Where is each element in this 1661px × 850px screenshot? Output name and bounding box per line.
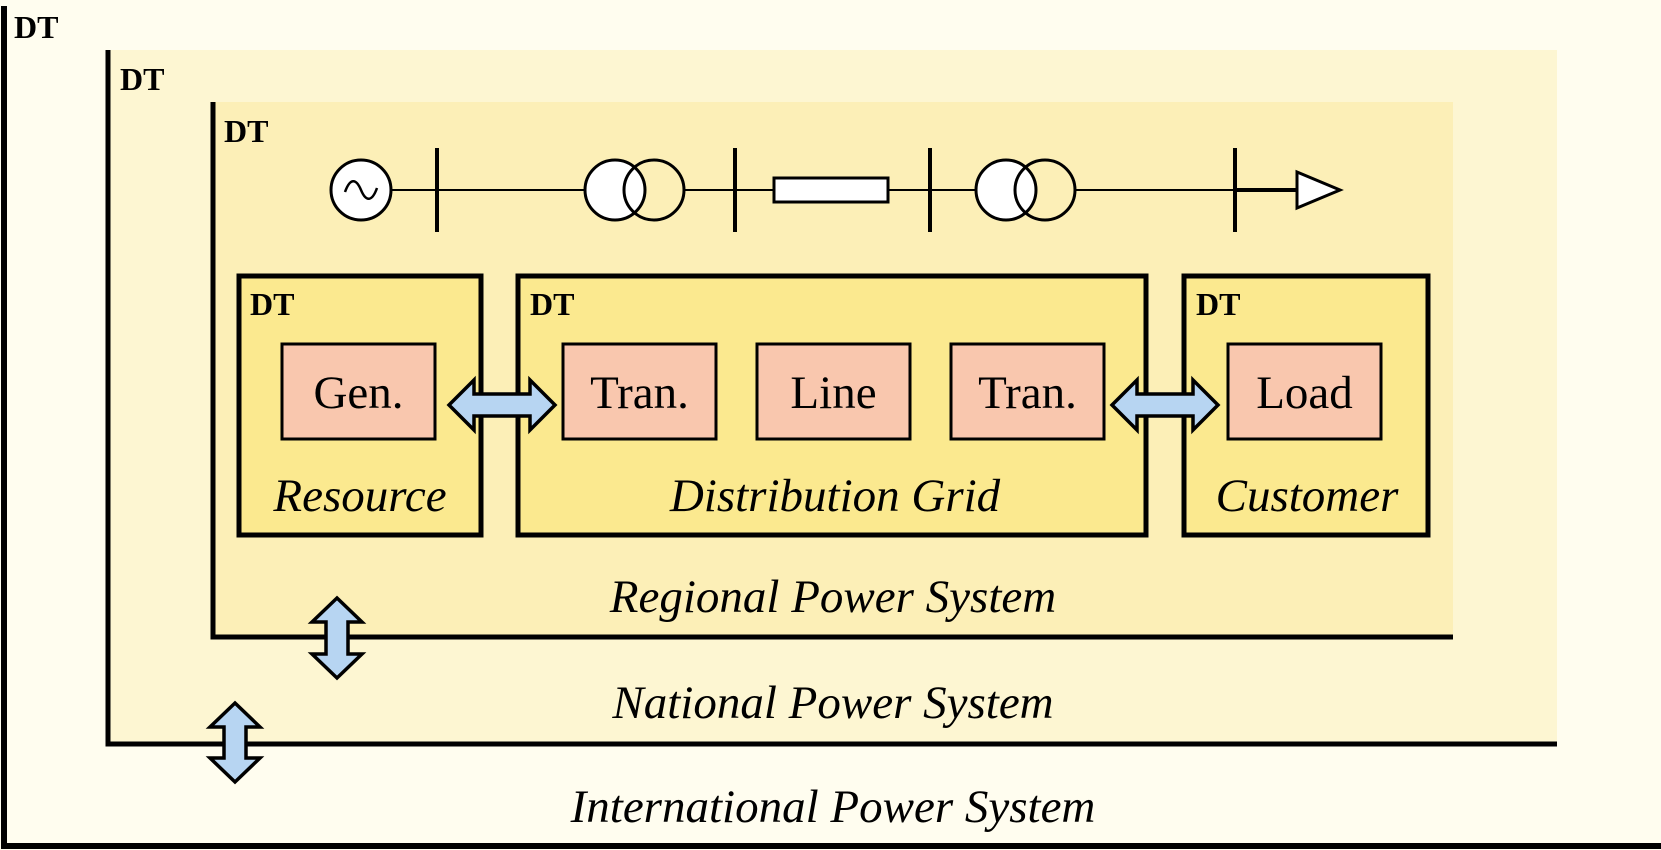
component-box-tran-2: [949, 342, 1106, 441]
regional-level-frame: [210, 102, 1453, 640]
component-label-load: Load: [1256, 367, 1353, 419]
component-box-line: [755, 342, 912, 441]
national-level-caption: National Power System: [611, 677, 1053, 729]
component-label-tran-1: Tran.: [590, 367, 689, 419]
customer-module: DT Load Customer: [1181, 273, 1431, 538]
national-dt-label: DT: [120, 61, 164, 97]
transformer-icon: [583, 158, 686, 222]
generator-icon: [329, 158, 393, 222]
distribution-grid-dt-label: DT: [530, 286, 574, 322]
component-box-tran-1: [561, 342, 718, 441]
distribution-grid-caption: Distribution Grid: [669, 470, 1001, 522]
resource-dt-label: DT: [250, 286, 294, 322]
line-icon: [772, 176, 890, 204]
regional-dt-label: DT: [224, 113, 268, 149]
load-arrow-icon: [1235, 169, 1344, 211]
resource-caption: Resource: [272, 470, 446, 522]
national-level-frame: [105, 50, 1557, 747]
single-line-diagram: [329, 148, 1344, 232]
customer-caption: Customer: [1216, 470, 1400, 522]
component-label-tran-2: Tran.: [978, 367, 1077, 419]
component-label-gen: Gen.: [313, 367, 403, 419]
customer-dt-label: DT: [1196, 286, 1240, 322]
component-box-load: [1226, 342, 1383, 441]
double-arrow-resource-grid: [446, 375, 558, 435]
component-box-gen: [280, 342, 437, 441]
double-arrow-grid-customer: [1109, 375, 1221, 435]
international-level-caption: International Power System: [570, 781, 1096, 833]
double-arrow-regional-national: [307, 595, 367, 681]
resource-module: DT Gen. Resource: [236, 273, 484, 538]
component-label-line: Line: [790, 367, 876, 419]
double-arrow-national-international: [205, 700, 265, 785]
distribution-grid-module: DT Tran. Line Tran. Distribution Grid: [515, 273, 1149, 538]
customer-module-box: [1181, 273, 1431, 538]
regional-level-caption: Regional Power System: [609, 571, 1056, 623]
international-dt-label: DT: [14, 9, 58, 45]
international-level-frame: [1, 6, 1661, 849]
transformer-icon: [974, 158, 1077, 222]
